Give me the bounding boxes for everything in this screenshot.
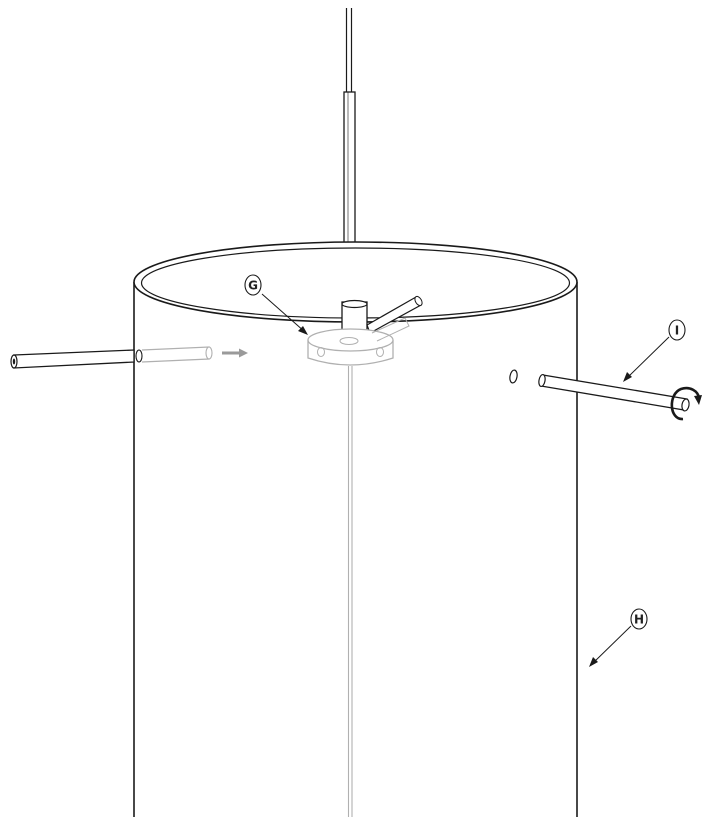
callout-g-label: G (248, 279, 258, 293)
callout-i-label: I (675, 324, 679, 338)
inner-cable (347, 366, 353, 817)
insert-direction-arrow (222, 348, 248, 358)
right-pin (538, 373, 690, 412)
left-pin (10, 346, 213, 369)
callout-h: H (589, 608, 648, 667)
callout-i: I (623, 319, 686, 382)
side-hole (509, 369, 518, 384)
rotation-arrow (670, 386, 702, 421)
hub-g (307, 317, 410, 366)
callout-g: G (244, 274, 308, 335)
cylinder-shade (133, 241, 578, 817)
callout-h-label: H (634, 613, 644, 627)
suspension-cable (345, 8, 353, 92)
